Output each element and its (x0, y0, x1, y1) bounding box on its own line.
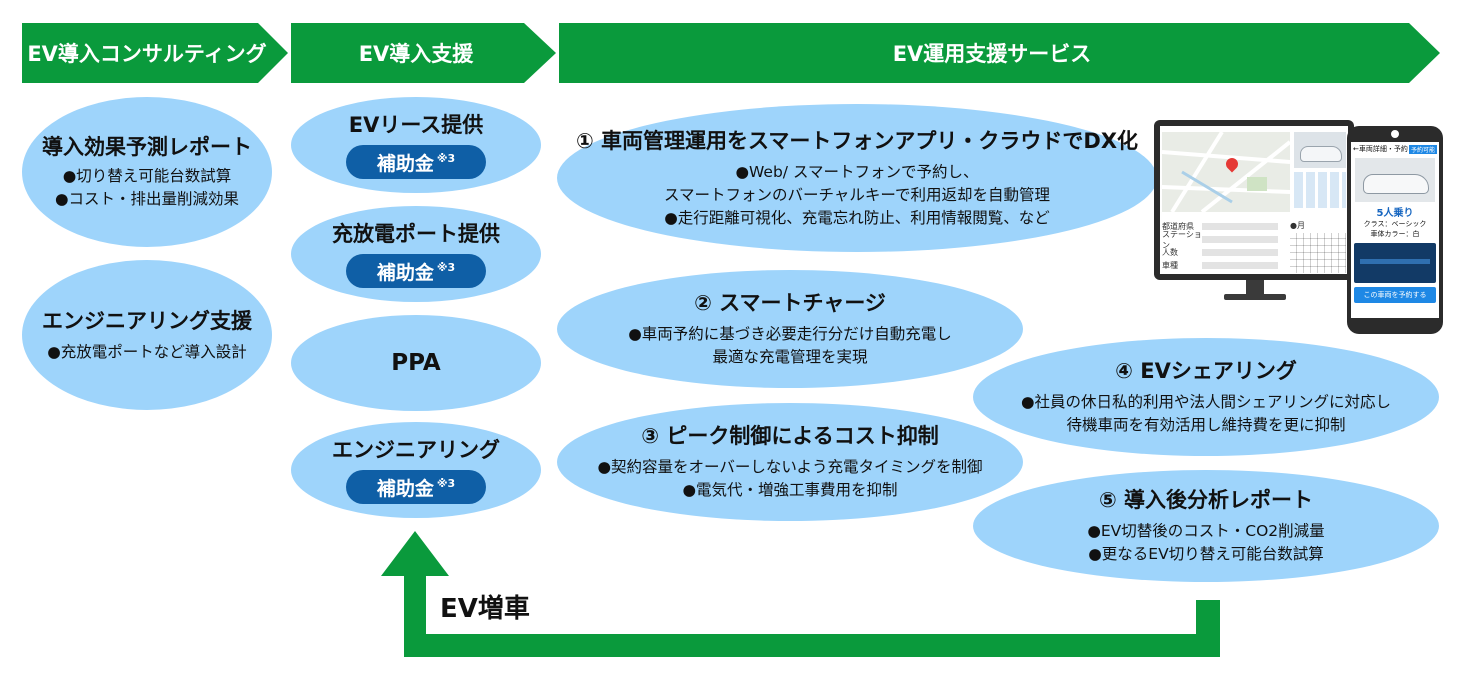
service-title: ④ EVシェアリング (1115, 359, 1297, 383)
battery-panel (1354, 243, 1436, 283)
ev-increase-label: EV増車 (440, 594, 530, 624)
service-bullet: ●電気代・増強工事費用を抑制 (682, 481, 898, 499)
service-title: ③ ピーク制御によるコスト抑制 (641, 424, 939, 448)
calendar: ●月 (1290, 220, 1346, 273)
service-bullet: ●社員の休日私的利用や法人間シェアリングに対応し (1020, 393, 1392, 411)
form-field (1202, 262, 1278, 269)
header-arrow-support (291, 23, 556, 83)
subsidy-badge: 補助金※3 (346, 254, 486, 288)
phone-car-image (1355, 158, 1435, 202)
service-item-smart-charge: ② スマートチャージ ●車両予約に基づき必要走行分だけ自動充電し 最適な充電管理… (557, 270, 1023, 388)
service-item-dx: ① 車両管理運用をスマートフォンアプリ・クラウドでDX化 ●Web/ スマートフ… (557, 104, 1157, 252)
service-item-ev-sharing: ④ EVシェアリング ●社員の休日私的利用や法人間シェアリングに対応し 待機車両… (973, 338, 1439, 456)
support-item-engineering: エンジニアリング 補助金※3 (291, 422, 541, 518)
subsidy-label: 補助金 (376, 477, 434, 500)
car-thumbnail (1294, 132, 1346, 168)
service-bullet: ●契約容量をオーバーしないよう充電タイミングを制御 (597, 458, 983, 476)
service-bullet: ●車両予約に基づき必要走行分だけ自動充電し (628, 325, 952, 343)
subsidy-label: 補助金 (376, 152, 434, 175)
header-operation-services: EV運用支援サービス (892, 42, 1092, 66)
form-label: ステーション (1162, 229, 1202, 250)
reserve-button[interactable]: この車両を予約する (1354, 287, 1436, 303)
consulting-bullet: ●充放電ポートなど導入設計 (47, 342, 247, 361)
consulting-bullet: ●コスト・排出量削減効果 (54, 190, 240, 208)
car-icon (1363, 174, 1429, 194)
service-bullet: ●走行距離可視化、充電忘れ防止、利用情報閲覧、など (664, 208, 1050, 227)
service-bullet: 最適な充電管理を実現 (712, 348, 868, 366)
footnote-mark: ※3 (436, 476, 456, 490)
form-row: 車種 (1162, 259, 1284, 272)
support-title: PPA (391, 350, 441, 376)
service-item-peak-control: ③ ピーク制御によるコスト抑制 ●契約容量をオーバーしないよう充電タイミングを制… (557, 403, 1023, 521)
service-bullet: ●EV切替後のコスト・CO2削減量 (1087, 522, 1325, 540)
service-title: ① 車両管理運用をスマートフォンアプリ・クラウドでDX化 (575, 128, 1139, 153)
phone-color: 車体カラー：白 (1370, 230, 1420, 238)
availability-badge: 予約可能 (1408, 144, 1437, 154)
reservation-form: 都道府県 ステーション 人数 車種 (1162, 220, 1284, 272)
header-arrow-operation (559, 23, 1440, 83)
map-panel (1161, 130, 1292, 214)
service-title: ⑤ 導入後分析レポート (1098, 488, 1314, 512)
calendar-grid (1290, 233, 1346, 273)
subsidy-badge: 補助金※3 (346, 145, 486, 179)
service-item-analysis-report: ⑤ 導入後分析レポート ●EV切替後のコスト・CO2削減量 ●更なるEV切り替え… (973, 470, 1439, 582)
battery-bar (1360, 259, 1430, 264)
consulting-title: 導入効果予測レポート (42, 135, 252, 159)
form-label: 人数 (1162, 248, 1178, 257)
calendar-month: ●月 (1290, 221, 1305, 230)
support-item-charge-port: 充放電ポート提供 補助金※3 (291, 206, 541, 302)
subsidy-label: 補助金 (376, 261, 434, 284)
header-consulting: EV導入コンサルティング (27, 42, 267, 66)
map-roads (1161, 130, 1292, 214)
phone-camera-icon (1391, 130, 1399, 138)
consulting-bullet: ●切り替え可能台数試算 (62, 167, 232, 185)
form-row: ステーション (1162, 230, 1284, 250)
smartphone-illustration: ←車両詳細・予約 予約可能 5人乗り クラス：ベーシック 車体カラー：白 この車… (1347, 126, 1443, 334)
support-title: エンジニアリング (332, 438, 500, 462)
form-field (1202, 249, 1278, 256)
monitor-illustration: 都道府県 ステーション 人数 車種 ●月 (1154, 120, 1354, 300)
phone-seats: 5人乗り (1376, 208, 1414, 219)
service-bullet: ●更なるEV切り替え可能台数試算 (1088, 545, 1324, 563)
phone-header: ←車両詳細・予約 予約可能 (1351, 142, 1439, 156)
form-label: 車種 (1162, 261, 1178, 270)
service-bullet: 待機車両を有効活用し維持費を更に抑制 (1066, 416, 1346, 434)
phone-class: クラス：ベーシック (1363, 220, 1427, 228)
form-field (1202, 236, 1278, 243)
form-row: 人数 (1162, 246, 1284, 259)
subsidy-badge: 補助金※3 (346, 470, 486, 504)
service-bullet: スマートフォンのバーチャルキーで利用返却を自動管理 (664, 185, 1050, 204)
support-title: 充放電ポート提供 (332, 222, 500, 246)
footnote-mark: ※3 (436, 151, 456, 165)
monitor-base (1224, 294, 1286, 300)
monitor-neck (1246, 280, 1264, 296)
consulting-title: エンジニアリング支援 (42, 308, 252, 333)
phone-title: ←車両詳細・予約 (1353, 145, 1408, 153)
support-item-ppa: PPA (291, 315, 541, 411)
form-row: 都道府県 (1162, 220, 1284, 233)
support-title: EVリース提供 (348, 113, 484, 137)
car-icon (1300, 146, 1342, 162)
form-field (1202, 223, 1278, 230)
return-arrow (381, 531, 1220, 657)
service-bullet: ●Web/ スマートフォンで予約し、 (735, 162, 979, 181)
support-item-ev-lease: EVリース提供 補助金※3 (291, 97, 541, 193)
consulting-item-engineering-support: エンジニアリング支援 ●充放電ポートなど導入設計 (22, 260, 272, 410)
phone-screen: ←車両詳細・予約 予約可能 5人乗り クラス：ベーシック 車体カラー：白 この車… (1351, 142, 1439, 318)
consulting-item-effect-report: 導入効果予測レポート ●切り替え可能台数試算 ●コスト・排出量削減効果 (22, 97, 272, 247)
icon-grid (1294, 172, 1346, 208)
monitor-screen: 都道府県 ステーション 人数 車種 ●月 (1160, 126, 1348, 274)
service-title: ② スマートチャージ (694, 291, 886, 315)
footnote-mark: ※3 (436, 260, 456, 274)
header-support: EV導入支援 (358, 42, 474, 66)
form-label: 都道府県 (1162, 222, 1194, 231)
header-arrow-consulting (22, 23, 288, 83)
